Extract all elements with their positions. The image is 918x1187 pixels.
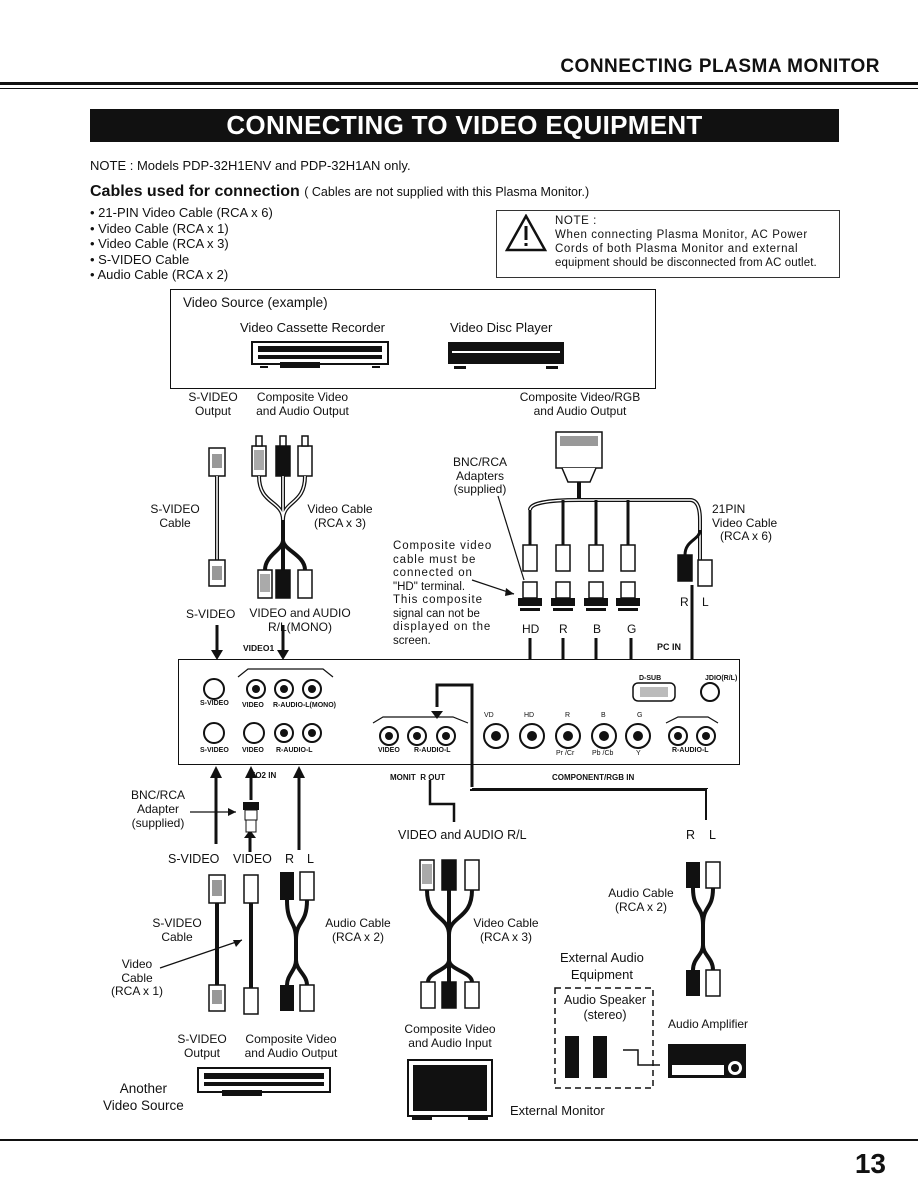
svideo-label: S-VIDEO	[186, 607, 236, 621]
upper-cables-diagram	[208, 431, 713, 660]
component-rgb-in-label: COMPONENT/RGB IN	[552, 773, 635, 782]
b-label: B	[593, 622, 602, 636]
warning-icon	[505, 214, 547, 252]
panel-y-label: Y	[636, 750, 641, 757]
audio-amplifier-label: Audio Amplifier	[668, 1017, 749, 1031]
vcr-device-icon	[251, 341, 389, 368]
list-item: • 21-PIN Video Cable (RCA x 6)	[90, 205, 273, 220]
cable-list: • 21-PIN Video Cable (RCA x 6) • Video C…	[90, 205, 273, 283]
panel-dsub-label: D-SUB	[639, 675, 662, 682]
panel-raudio4-label: R-AUDIO-L	[672, 747, 709, 754]
external-monitor-label: External Monitor	[510, 1103, 605, 1118]
vcr-label: Video Cassette Recorder	[240, 320, 386, 335]
footer-rule	[0, 1139, 918, 1141]
video-cable-label: Video Cable(RCA x 3)	[307, 502, 373, 530]
warning-line: When connecting Plasma Monitor, AC Power	[555, 229, 808, 241]
header-rule	[0, 82, 918, 85]
header-rule-thin	[0, 88, 918, 89]
lower-audio-cable-label: Audio Cable(RCA x 2)	[325, 916, 391, 944]
rear-panel	[178, 659, 740, 765]
hd-label: HD	[522, 622, 540, 636]
warning-text: NOTE : When connecting Plasma Monitor, A…	[555, 214, 835, 270]
list-item: • S-VIDEO Cable	[90, 251, 190, 267]
panel-video2-label: VIDEO	[242, 747, 264, 754]
audio-l-label: L	[709, 828, 716, 842]
panel-g-label: G	[637, 712, 643, 719]
list-item: • Video Cable (RCA x 1)	[90, 220, 229, 236]
r-audio-label: R	[680, 595, 689, 609]
monitor-out-label: MONIT R OUT	[390, 773, 446, 782]
video1-label: VIDEO1	[243, 643, 275, 653]
lower-svideo-label: S-VIDEO	[168, 852, 220, 866]
video-source-title: Video Source (example)	[183, 295, 328, 310]
panel-b-label: B	[601, 712, 606, 719]
warning-line: equipment should be disconnected from AC…	[555, 257, 817, 269]
disc-player-icon	[448, 342, 564, 369]
page-banner: CONNECTING TO VIDEO EQUIPMENT	[90, 109, 839, 142]
panel-r-label: R	[565, 712, 571, 719]
panel-hd-label: HD	[524, 712, 535, 719]
cables-subtitle: ( Cables are not supplied with this Plas…	[304, 185, 590, 199]
panel-svideo-label: S-VIDEO	[200, 700, 229, 707]
video-source-box	[170, 289, 656, 389]
page-number: 13	[854, 1148, 886, 1179]
panel-vd-label: VD	[484, 712, 494, 719]
cables-heading: Cables used for connection ( Cables are …	[90, 183, 589, 201]
panel-raudio3-label: R-AUDIO-L	[414, 747, 451, 754]
g-label: G	[627, 622, 637, 636]
l-audio-label: L	[702, 595, 709, 609]
lower-cables-diagram	[159, 766, 746, 1120]
cables-title: Cables used for connection	[90, 183, 300, 200]
list-item: • Video Cable (RCA x 3)	[90, 236, 229, 251]
lower-video-label: VIDEO	[233, 852, 272, 866]
section-title: CONNECTING PLASMA MONITOR	[560, 56, 880, 77]
model-note: NOTE : Models PDP-32H1ENV and PDP-32H1AN…	[90, 158, 411, 173]
warning-box	[496, 210, 840, 278]
r-label: R	[559, 622, 568, 636]
monitor-video-cable-label: Video Cable(RCA x 3)	[473, 916, 539, 944]
panel-svideo2-label: S-VIDEO	[200, 747, 229, 754]
panel-raudio2-label: R-AUDIO-L	[276, 747, 313, 754]
lower-r-label: R	[285, 852, 295, 866]
panel-prcr-label: Pr /Cr	[556, 750, 575, 757]
audio-r-label: R	[686, 828, 696, 842]
right-audio-cable-label: Audio Cable(RCA x 2)	[608, 886, 674, 914]
pc-in-label: PC IN	[657, 642, 682, 652]
warning-line: Cords of both Plasma Monitor and externa…	[555, 243, 799, 255]
lower-l-label: L	[307, 852, 314, 866]
panel-audio-rl-label: JDIO(R/L)	[705, 675, 738, 682]
panel-video3-label: VIDEO	[378, 747, 400, 754]
panel-pbcb-label: Pb /Cb	[592, 750, 614, 757]
panel-terminals	[203, 668, 720, 789]
panel-raudio-mono-label: R-AUDIO-L(MONO)	[273, 702, 336, 709]
warning-title: NOTE :	[555, 215, 597, 227]
audio-speaker-label: Audio Speaker(stereo)	[563, 993, 646, 1022]
video-audio-rl-label: VIDEO and AUDIO R/L	[398, 828, 527, 842]
vdp-label: Video Disc Player	[450, 320, 553, 335]
list-item: • Audio Cable (RCA x 2)	[90, 267, 229, 282]
panel-video-label: VIDEO	[242, 702, 264, 709]
video2-in-label: EO2 IN	[250, 771, 277, 780]
